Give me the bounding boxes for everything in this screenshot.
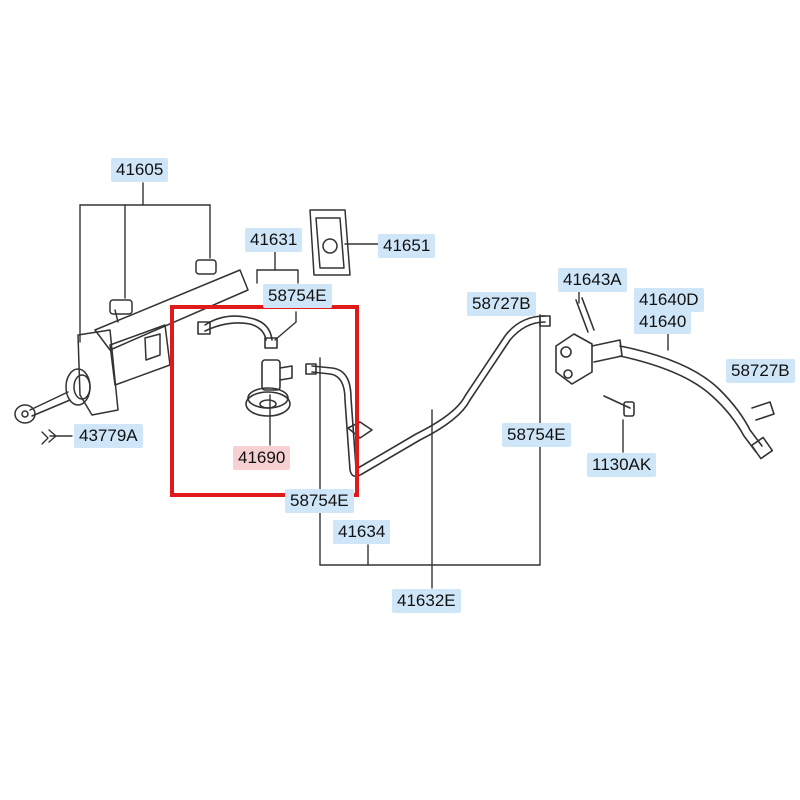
callout-58727B-mid[interactable]: 58727B: [467, 292, 536, 316]
callout-58754E-right[interactable]: 58754E: [502, 423, 571, 447]
callout-41643A[interactable]: 41643A: [558, 268, 627, 292]
slave-cylinder-drawing: [245, 359, 293, 417]
callout-43779A[interactable]: 43779A: [74, 424, 143, 448]
callout-41690[interactable]: 41690: [233, 446, 291, 470]
clip-drawing: [41, 431, 49, 445]
callout-58727B-right[interactable]: 58727B: [726, 359, 795, 383]
callout-41640D[interactable]: 41640D: [634, 288, 704, 312]
callout-58754E-top[interactable]: 58754E: [263, 284, 332, 308]
callout-41634[interactable]: 41634: [333, 520, 391, 544]
callout-41632E[interactable]: 41632E: [392, 589, 461, 613]
callout-58754E-bottom[interactable]: 58754E: [285, 489, 354, 513]
long-pipe-drawing: [305, 315, 551, 478]
leader-lines: [48, 182, 669, 589]
reservoir-cap-drawing: [309, 209, 351, 276]
flexible-hose-drawing: [555, 297, 775, 460]
callout-41651[interactable]: 41651: [378, 234, 436, 258]
short-hose-drawing: [197, 315, 278, 349]
callout-41631[interactable]: 41631: [245, 228, 303, 252]
master-cylinder-drawing: [14, 259, 249, 424]
callout-41605[interactable]: 41605: [111, 158, 169, 182]
callout-41640[interactable]: 41640: [634, 310, 692, 334]
callout-1130AK[interactable]: 1130AK: [587, 453, 657, 477]
